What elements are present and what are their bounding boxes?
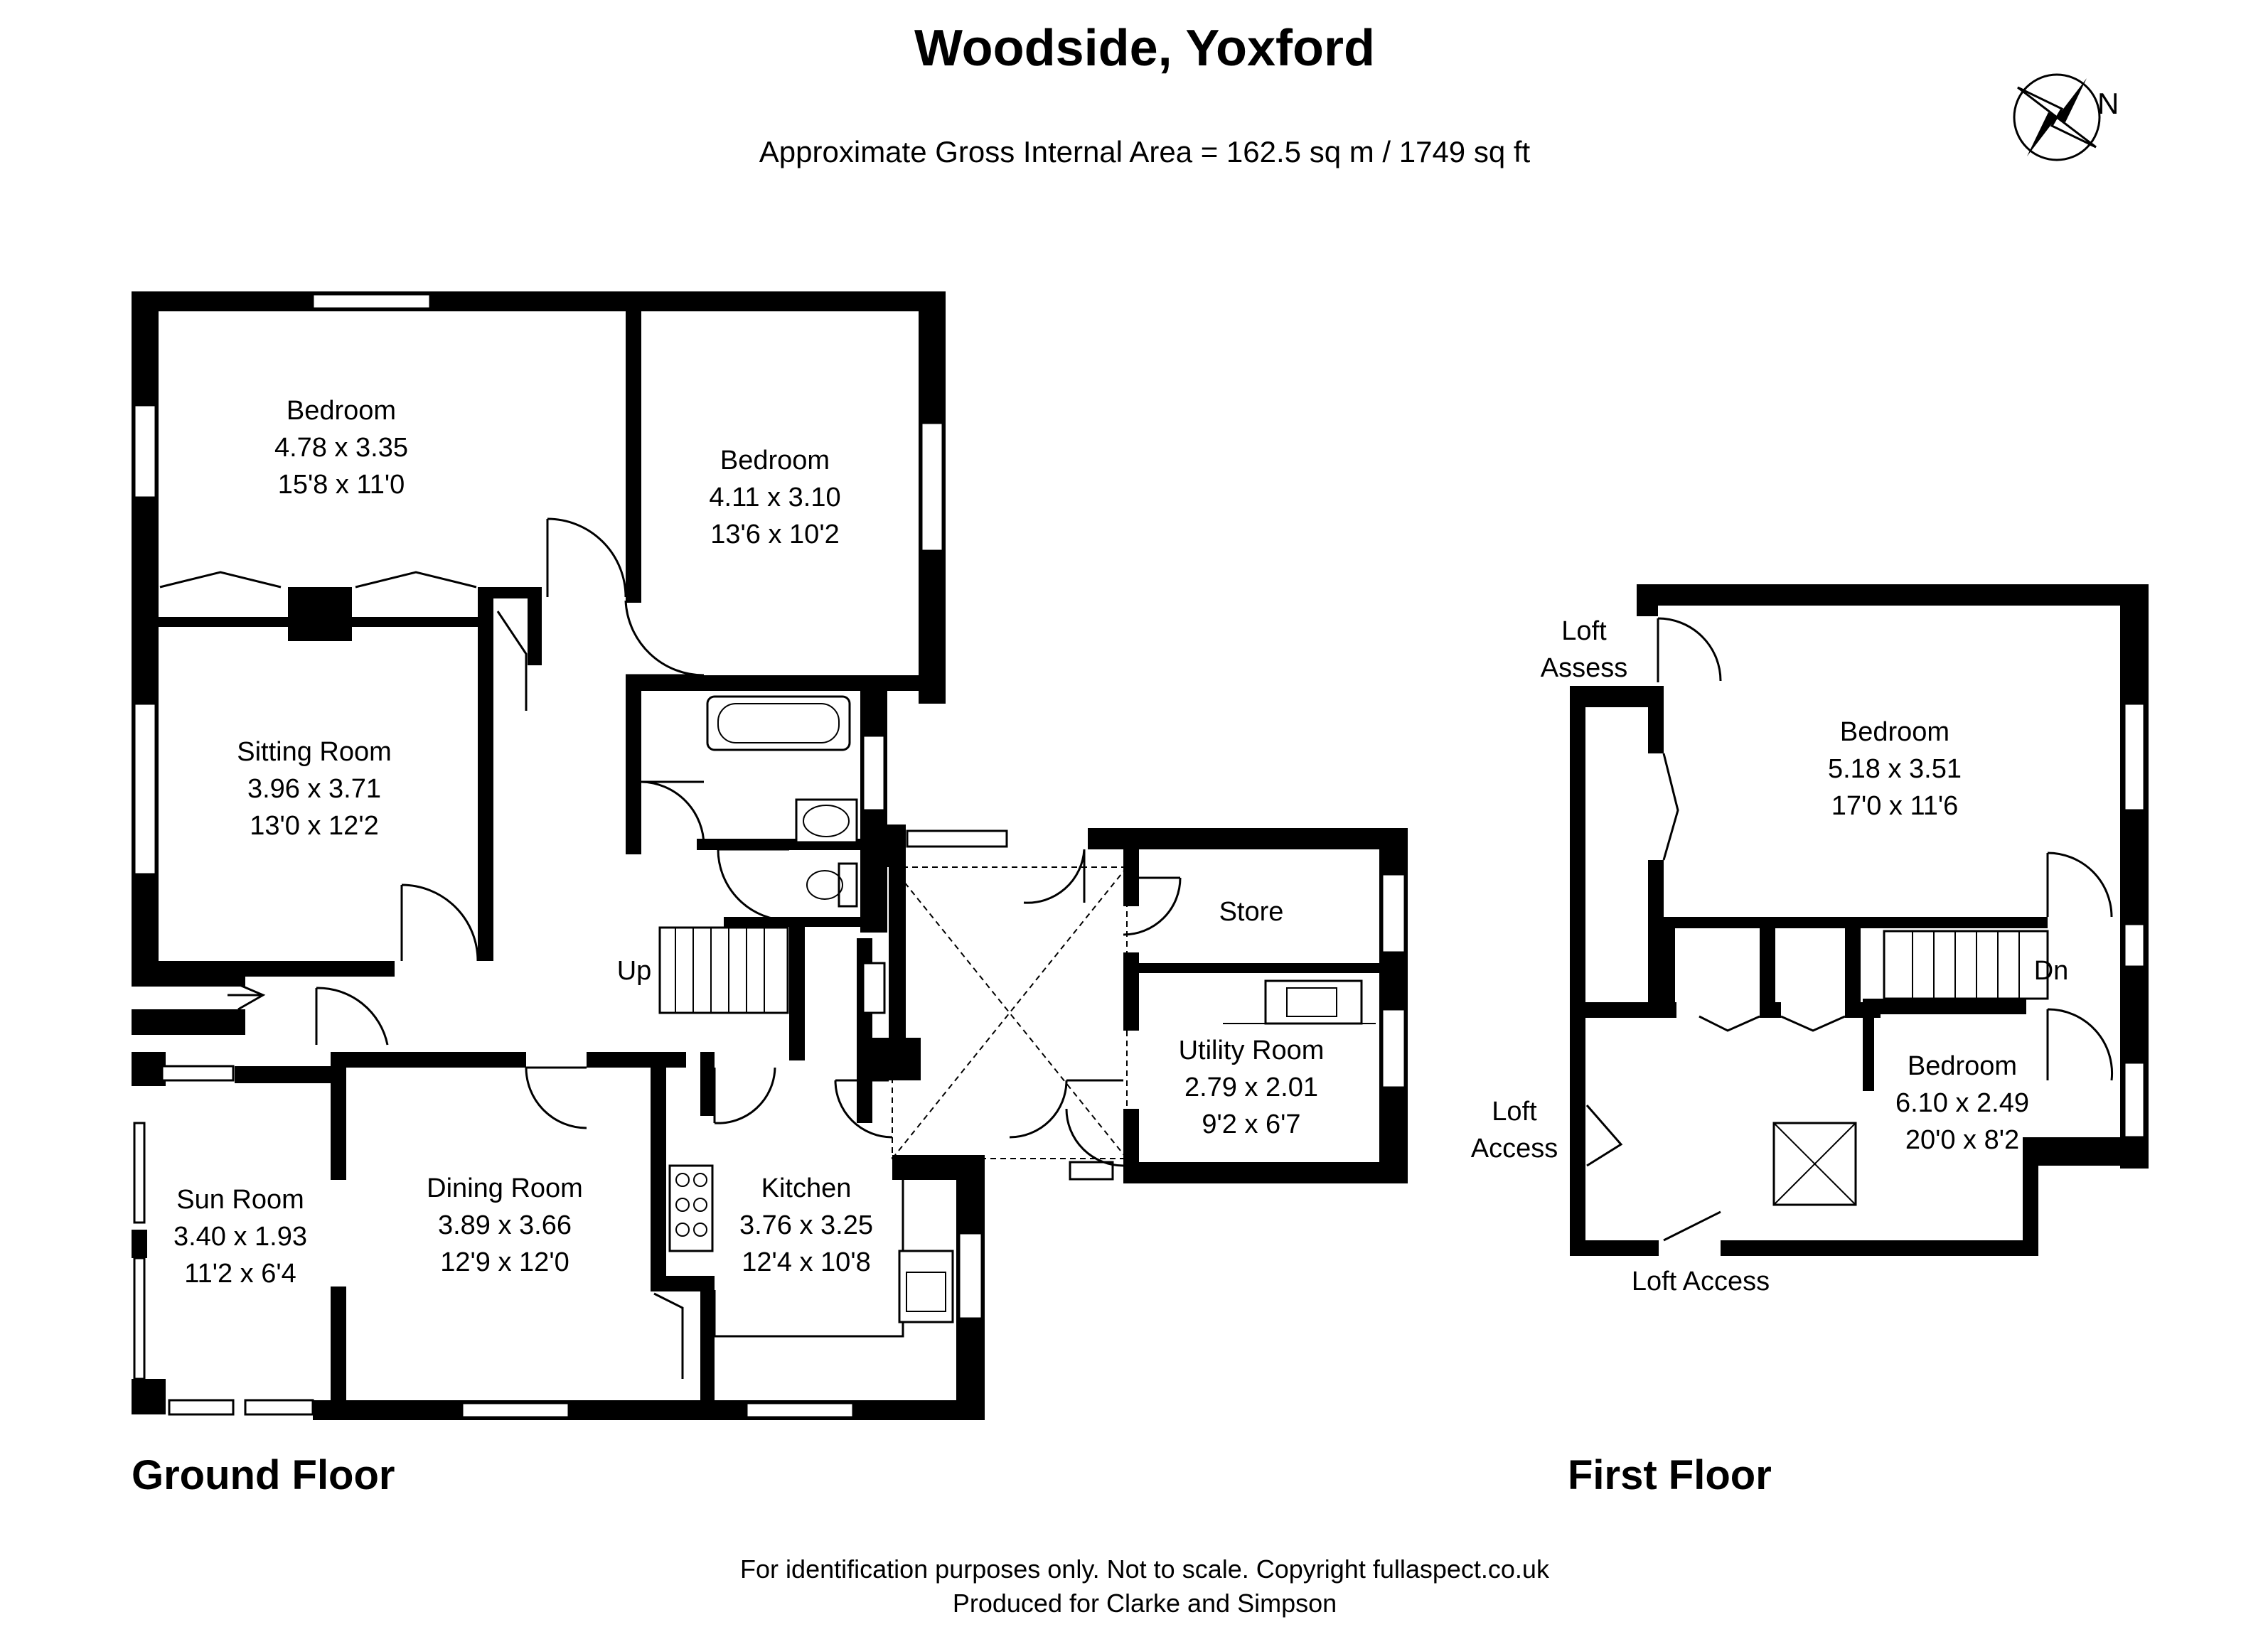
- first-floor-doors: [1585, 617, 2114, 1242]
- sun-room-imperial: 11'2 x 6'4: [184, 1259, 296, 1289]
- gross-area-subtitle: Approximate Gross Internal Area = 162.5 …: [759, 135, 1531, 168]
- footer-disclaimer: For identification purposes only. Not to…: [740, 1554, 1550, 1584]
- bedroom1-name: Bedroom: [287, 396, 396, 426]
- bath-fixture: [706, 695, 851, 751]
- ground-floor-label: Ground Floor: [132, 1452, 395, 1498]
- sitting-room-imperial: 13'0 x 12'2: [250, 811, 378, 841]
- loft-access-left-line2: Access: [1471, 1134, 1558, 1164]
- footer-produced-for: Produced for Clarke and Simpson: [953, 1589, 1337, 1618]
- store-name: Store: [1219, 897, 1284, 927]
- ff-bedroom-main-metric: 5.18 x 3.51: [1828, 754, 1962, 784]
- ff-bedroom-main-name: Bedroom: [1840, 717, 1949, 747]
- kitchen-counter: [713, 1180, 904, 1338]
- page-title: Woodside, Yoxford: [914, 20, 1375, 77]
- stairs-down-label: Dn: [2034, 956, 2069, 986]
- first-floor-walls: [1570, 584, 2149, 1256]
- first-floor-windows: [2123, 702, 2146, 1139]
- kitchen-name: Kitchen: [761, 1173, 852, 1203]
- sun-room-metric: 3.40 x 1.93: [173, 1222, 307, 1252]
- bedroom1-imperial: 15'8 x 11'0: [278, 470, 405, 500]
- kitchen-imperial: 12'4 x 10'8: [742, 1247, 870, 1277]
- kitchen-sink-fixture: [898, 1250, 954, 1323]
- dining-room-imperial: 12'9 x 12'0: [440, 1247, 569, 1277]
- loft-access-left-line1: Loft: [1492, 1097, 1537, 1127]
- utility-room-name: Utility Room: [1179, 1036, 1325, 1065]
- loft-assess-line1: Loft: [1561, 616, 1607, 646]
- ground-floor-stairs: [658, 926, 789, 1014]
- bedroom2-imperial: 13'6 x 10'2: [710, 520, 839, 549]
- utility-room-imperial: 9'2 x 6'7: [1202, 1110, 1300, 1139]
- ground-floor-windows: [133, 293, 1406, 1419]
- first-floor-label: First Floor: [1568, 1452, 1772, 1498]
- roof-window-icon: [1772, 1122, 1857, 1206]
- ff-bedroom-second-name: Bedroom: [1908, 1051, 2017, 1081]
- stairs-up-label: Up: [617, 956, 652, 986]
- dining-room-metric: 3.89 x 3.66: [438, 1210, 572, 1240]
- ff-bedroom-second-imperial: 20'0 x 8'2: [1905, 1125, 2019, 1155]
- utility-room-metric: 2.79 x 2.01: [1184, 1073, 1318, 1102]
- bedroom1-metric: 4.78 x 3.35: [274, 433, 408, 463]
- loft-access-bottom: Loft Access: [1632, 1267, 1770, 1296]
- ground-floor-doors: [159, 517, 1182, 1379]
- basin-fixture: [795, 798, 858, 844]
- ff-bedroom-main-imperial: 17'0 x 11'6: [1831, 791, 1959, 821]
- sitting-room-name: Sitting Room: [237, 737, 392, 767]
- kitchen-metric: 3.76 x 3.25: [739, 1210, 873, 1240]
- toilet-fixture: [806, 862, 858, 908]
- utility-sink-fixture: [1223, 979, 1376, 1025]
- bedroom2-metric: 4.11 x 3.10: [709, 483, 840, 512]
- compass-north-label: N: [2097, 87, 2119, 120]
- compass-icon: [2013, 73, 2101, 161]
- bedroom2-name: Bedroom: [720, 446, 830, 476]
- hob-fixture: [668, 1164, 714, 1252]
- ff-bedroom-second-metric: 6.10 x 2.49: [1895, 1088, 2029, 1118]
- loft-assess-line2: Assess: [1541, 653, 1627, 683]
- dining-room-name: Dining Room: [427, 1173, 583, 1203]
- sun-room-name: Sun Room: [176, 1185, 304, 1215]
- first-floor-stairs: [1883, 930, 2049, 1000]
- sitting-room-metric: 3.96 x 3.71: [247, 774, 381, 804]
- entrance-label: IN: [193, 1007, 220, 1037]
- roof-lantern-outline: [892, 866, 1128, 1159]
